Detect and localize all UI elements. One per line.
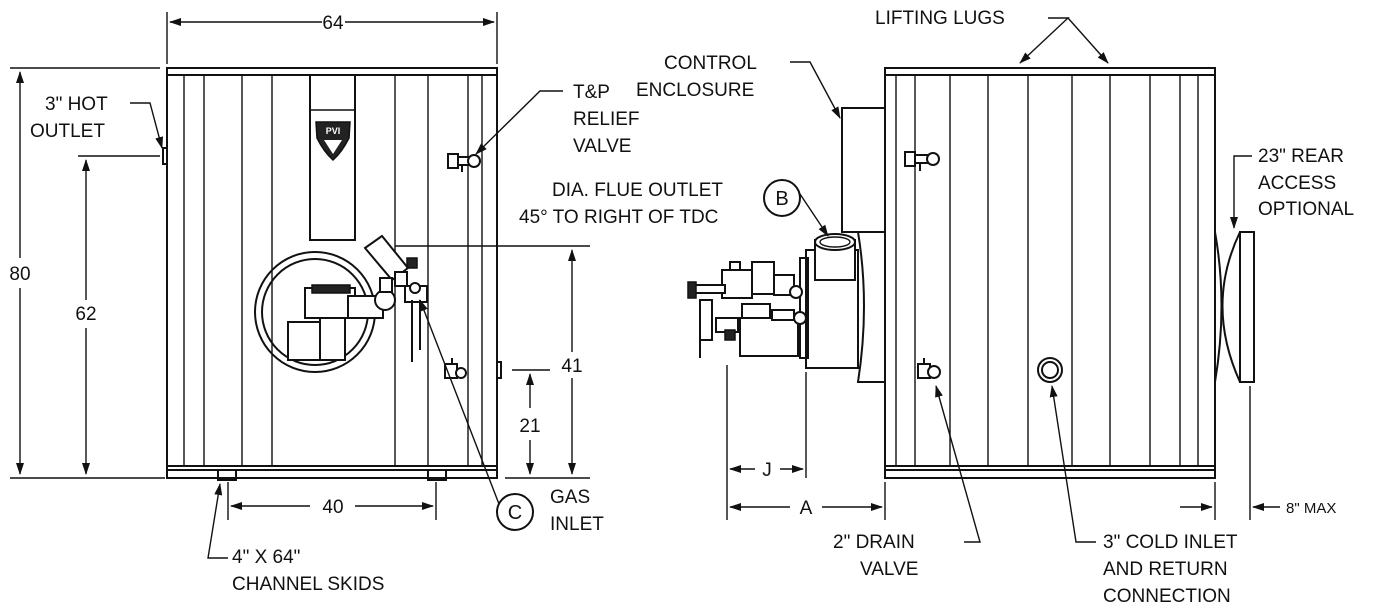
- flue-label-1: DIA. FLUE OUTLET: [552, 180, 723, 201]
- logo-badge: PVI: [315, 121, 351, 162]
- front-view: PVI: [9, 12, 640, 595]
- control-enclosure-label-2: ENCLOSURE: [636, 80, 754, 101]
- side-cabinet: [884, 67, 1216, 479]
- flue-label-2: 45° TO RIGHT OF TDC: [519, 207, 718, 228]
- dim-height-21: 21: [519, 416, 540, 437]
- tp-label-3: VALVE: [573, 136, 631, 157]
- skids-label-1: 4" X 64": [232, 547, 300, 568]
- dim-j: J: [762, 460, 772, 481]
- hot-outlet-label-1: 3" HOT: [45, 94, 108, 115]
- gas-inlet-label-1: GAS: [550, 487, 590, 508]
- tp-label-1: T&P: [573, 82, 610, 103]
- cold-inlet: [1037, 357, 1063, 383]
- dim-skid-40: 40: [322, 497, 343, 518]
- gas-inlet-marker: [496, 493, 534, 531]
- gas-inlet-marker-letter: C: [508, 502, 522, 524]
- side-panel-seams: [895, 75, 1199, 466]
- cold-inlet-label-1: 3" COLD INLET: [1103, 532, 1238, 553]
- control-enclosure-label-1: CONTROL: [664, 53, 757, 74]
- side-view: LIFTING LUGS CONTROL ENCLOSURE DIA. FLUE…: [519, 8, 1354, 607]
- gas-inlet-label-2: INLET: [550, 514, 604, 535]
- cold-inlet-label-3: CONNECTION: [1103, 586, 1231, 607]
- rear-access-label-1: 23" REAR: [1258, 146, 1344, 167]
- logo-text: PVI: [326, 126, 341, 136]
- flue-outlet: [814, 233, 856, 281]
- front-cabinet: [166, 67, 498, 479]
- skids-label-2: CHANNEL SKIDS: [232, 574, 384, 595]
- dim-height-80: 80: [9, 264, 30, 285]
- front-drain-valve: [444, 358, 467, 379]
- side-tp-valve: [904, 151, 940, 171]
- rear-access-label-2: ACCESS: [1258, 173, 1336, 194]
- hot-outlet-label-2: OUTLET: [30, 121, 105, 142]
- dim-width-64: 64: [322, 13, 344, 34]
- drain-label-1: 2" DRAIN: [833, 532, 915, 553]
- channel-skids: [217, 469, 447, 481]
- side-drain-valve: [917, 358, 941, 379]
- side-burner: [687, 261, 807, 358]
- rear-access-label-3: OPTIONAL: [1258, 199, 1354, 220]
- lifting-lugs-label: LIFTING LUGS: [875, 8, 1005, 29]
- dim-height-41: 41: [561, 356, 582, 377]
- dim-a: A: [800, 498, 813, 519]
- dim-height-62: 62: [75, 304, 96, 325]
- control-enclosure: [841, 107, 886, 233]
- tp-label-2: RELIEF: [573, 109, 640, 130]
- max-clearance-label: 8" MAX: [1286, 500, 1336, 517]
- drain-label-2: VALVE: [860, 559, 918, 580]
- front-burner: [287, 234, 428, 362]
- rear-access: [1214, 231, 1223, 383]
- cold-inlet-label-2: AND RETURN: [1103, 559, 1228, 580]
- flue-marker-letter: B: [775, 188, 788, 210]
- tp-relief-valve: [447, 153, 481, 172]
- flue-marker: [763, 179, 801, 217]
